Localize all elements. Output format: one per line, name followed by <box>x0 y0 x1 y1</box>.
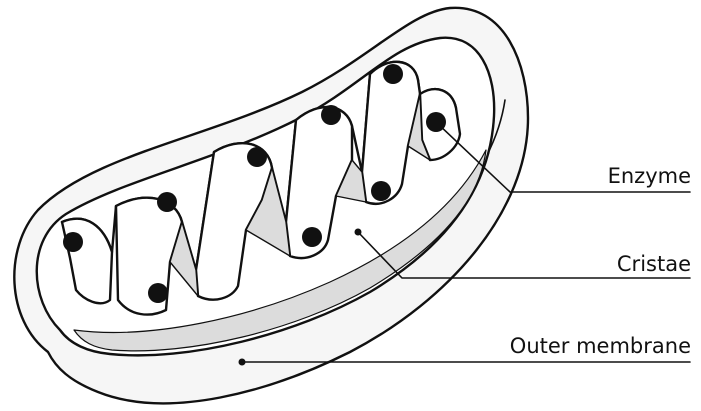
enzyme-dot <box>383 64 403 84</box>
leader-line-cristae <box>357 231 691 279</box>
crista-shade-1 <box>169 221 199 297</box>
enzyme-dot <box>371 181 391 201</box>
enzyme-label: Enzyme <box>607 164 691 188</box>
outer-membrane-pointer-dot <box>238 358 246 366</box>
enzyme-dot <box>426 112 446 132</box>
enzyme-dot <box>148 283 168 303</box>
enzyme-dot <box>247 147 267 167</box>
crista-shade-3 <box>335 159 367 203</box>
cristae-pointer-dot <box>354 228 362 236</box>
crista-shade-2 <box>245 167 291 257</box>
enzyme-dot <box>321 105 341 125</box>
enzyme-dot <box>157 192 177 212</box>
matrix-floor-shade <box>73 149 487 352</box>
leader-line-enzyme <box>436 122 691 193</box>
enzyme-dot <box>63 232 83 252</box>
enzyme-dot <box>302 227 322 247</box>
crista-shade-4 <box>407 93 431 161</box>
cristae-label: Cristae <box>616 252 691 276</box>
outer-membrane-label: Outer membrane <box>509 334 691 358</box>
